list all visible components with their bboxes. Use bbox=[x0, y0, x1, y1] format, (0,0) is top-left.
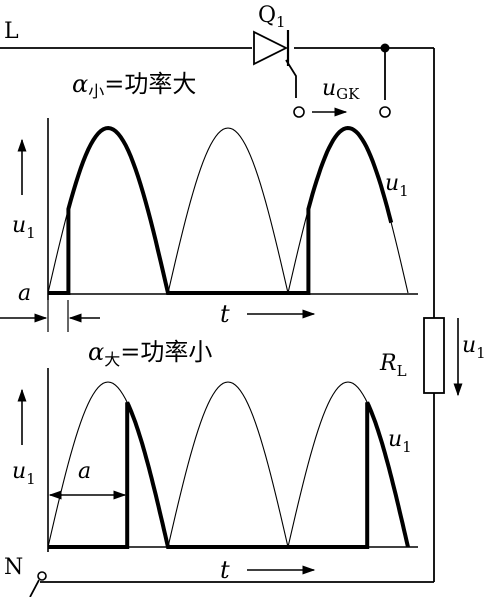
top-y-label: u1 bbox=[12, 213, 36, 242]
bottom-y-label: u1 bbox=[12, 459, 36, 488]
bottom-alpha-caption: α大=功率小 bbox=[88, 338, 212, 369]
thyristor-label: Q1 bbox=[258, 3, 286, 31]
top-angle-label: a bbox=[18, 281, 31, 306]
junction-dot bbox=[380, 43, 390, 53]
load-resistor bbox=[423, 317, 445, 394]
gate-lead bbox=[285, 59, 297, 98]
neutral-terminal-label: N bbox=[4, 555, 23, 580]
thyristor-symbol bbox=[253, 30, 297, 98]
bottom-curve-label: u1 bbox=[388, 427, 412, 456]
gate-voltage-label: uGK bbox=[322, 76, 360, 103]
circuit-wiring bbox=[0, 47, 435, 583]
top-waveform-panel: α小=功率大 u1 u1 a t bbox=[0, 70, 418, 332]
line-terminal-label: L bbox=[4, 19, 19, 44]
top-full-sine-wave bbox=[47, 127, 409, 294]
bottom-full-sine-wave bbox=[47, 381, 409, 548]
neutral-lever bbox=[29, 579, 40, 597]
bottom-conducting-waveform bbox=[48, 401, 410, 549]
load-voltage-label: u1 bbox=[462, 333, 484, 362]
load-label: RL bbox=[379, 351, 407, 380]
bottom-angle-label: a bbox=[78, 459, 91, 484]
bottom-time-label: t bbox=[220, 556, 230, 584]
gate-terminal bbox=[293, 106, 305, 118]
top-conducting-waveform bbox=[48, 125, 394, 295]
neutral-switch bbox=[29, 571, 47, 597]
top-alpha-caption: α小=功率大 bbox=[72, 70, 196, 101]
top-time-label: t bbox=[220, 300, 230, 328]
thyristor-triangle bbox=[253, 30, 289, 66]
neutral-terminal bbox=[37, 571, 47, 581]
bottom-waveform-panel: α大=功率小 u1 u1 a t bbox=[12, 338, 418, 584]
gate-reference-terminal bbox=[379, 106, 391, 118]
top-curve-label: u1 bbox=[385, 171, 409, 200]
